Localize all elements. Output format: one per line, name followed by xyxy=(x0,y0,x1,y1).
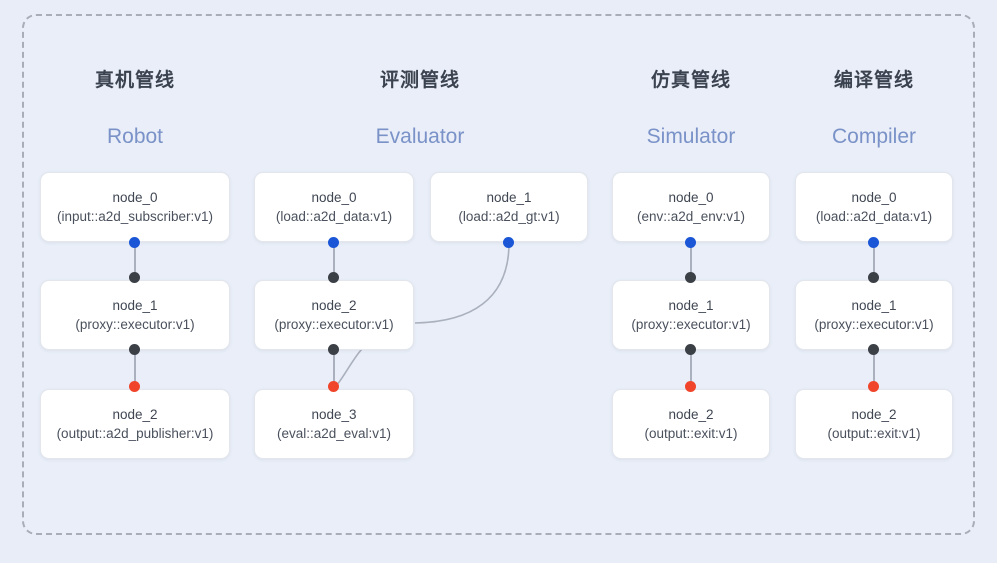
node-spec: (load::a2d_gt:v1) xyxy=(458,209,560,224)
node-name: node_2 xyxy=(668,407,714,422)
node-name: node_2 xyxy=(311,298,357,313)
column-title-cn-robot: 真机管线 xyxy=(94,70,175,91)
node-spec: (proxy::executor:v1) xyxy=(75,317,195,332)
node-compiler-2[interactable]: node_2 (output::exit:v1) xyxy=(795,389,953,459)
column-title-cn-evaluator: 评测管线 xyxy=(379,70,460,91)
node-name: node_3 xyxy=(311,407,357,422)
node-compiler-0[interactable]: node_0 (load::a2d_data:v1) xyxy=(795,172,953,242)
node-name: node_0 xyxy=(311,190,357,205)
port-input-simulator-2[interactable] xyxy=(685,381,696,392)
port-output-robot-1[interactable] xyxy=(129,344,140,355)
node-robot-1[interactable]: node_1 (proxy::executor:v1) xyxy=(40,280,230,350)
node-compiler-1[interactable]: node_1 (proxy::executor:v1) xyxy=(795,280,953,350)
node-name: node_1 xyxy=(486,190,532,205)
port-input-simulator-1[interactable] xyxy=(685,272,696,283)
node-spec: (output::a2d_publisher:v1) xyxy=(56,426,214,441)
node-spec: (output::exit:v1) xyxy=(827,426,921,441)
node-name: node_2 xyxy=(851,407,897,422)
node-evaluator-0[interactable]: node_0 (load::a2d_data:v1) xyxy=(254,172,414,242)
node-spec: (proxy::executor:v1) xyxy=(631,317,751,332)
column-title-cn-compiler: 编译管线 xyxy=(833,70,914,91)
port-output-simulator-1[interactable] xyxy=(685,344,696,355)
node-name: node_2 xyxy=(112,407,158,422)
column-title-en-robot: Robot xyxy=(106,125,164,148)
node-simulator-2[interactable]: node_2 (output::exit:v1) xyxy=(612,389,770,459)
node-spec: (proxy::executor:v1) xyxy=(274,317,394,332)
node-spec: (load::a2d_data:v1) xyxy=(815,209,933,224)
node-evaluator-2[interactable]: node_2 (proxy::executor:v1) xyxy=(254,280,414,350)
column-title-en-simulator: Simulator xyxy=(646,125,736,148)
column-title-en-compiler: Compiler xyxy=(831,125,917,148)
node-spec: (output::exit:v1) xyxy=(644,426,738,441)
port-output-simulator-0[interactable] xyxy=(685,237,696,248)
node-name: node_0 xyxy=(668,190,714,205)
node-robot-2[interactable]: node_2 (output::a2d_publisher:v1) xyxy=(40,389,230,459)
node-evaluator-3[interactable]: node_3 (eval::a2d_eval:v1) xyxy=(254,389,414,459)
port-input-compiler-2[interactable] xyxy=(868,381,879,392)
port-input-compiler-1[interactable] xyxy=(868,272,879,283)
port-input-evaluator-3[interactable] xyxy=(328,381,339,392)
node-spec: (load::a2d_data:v1) xyxy=(275,209,393,224)
port-input-evaluator-2[interactable] xyxy=(328,272,339,283)
node-name: node_1 xyxy=(112,298,158,313)
port-output-compiler-1[interactable] xyxy=(868,344,879,355)
port-input-robot-1[interactable] xyxy=(129,272,140,283)
node-spec: (proxy::executor:v1) xyxy=(814,317,934,332)
node-spec: (input::a2d_subscriber:v1) xyxy=(56,209,214,224)
node-robot-0[interactable]: node_0 (input::a2d_subscriber:v1) xyxy=(40,172,230,242)
port-output-evaluator-2[interactable] xyxy=(328,344,339,355)
node-simulator-1[interactable]: node_1 (proxy::executor:v1) xyxy=(612,280,770,350)
node-evaluator-1[interactable]: node_1 (load::a2d_gt:v1) xyxy=(430,172,588,242)
node-name: node_0 xyxy=(112,190,158,205)
node-simulator-0[interactable]: node_0 (env::a2d_env:v1) xyxy=(612,172,770,242)
port-output-evaluator-0[interactable] xyxy=(328,237,339,248)
port-output-evaluator-1[interactable] xyxy=(503,237,514,248)
port-output-robot-0[interactable] xyxy=(129,237,140,248)
node-spec: (env::a2d_env:v1) xyxy=(636,209,746,224)
port-output-compiler-0[interactable] xyxy=(868,237,879,248)
column-title-en-evaluator: Evaluator xyxy=(375,125,465,148)
node-name: node_0 xyxy=(851,190,897,205)
node-spec: (eval::a2d_eval:v1) xyxy=(276,426,392,441)
port-input-robot-2[interactable] xyxy=(129,381,140,392)
node-name: node_1 xyxy=(668,298,714,313)
node-name: node_1 xyxy=(851,298,897,313)
column-title-cn-simulator: 仿真管线 xyxy=(650,70,731,91)
